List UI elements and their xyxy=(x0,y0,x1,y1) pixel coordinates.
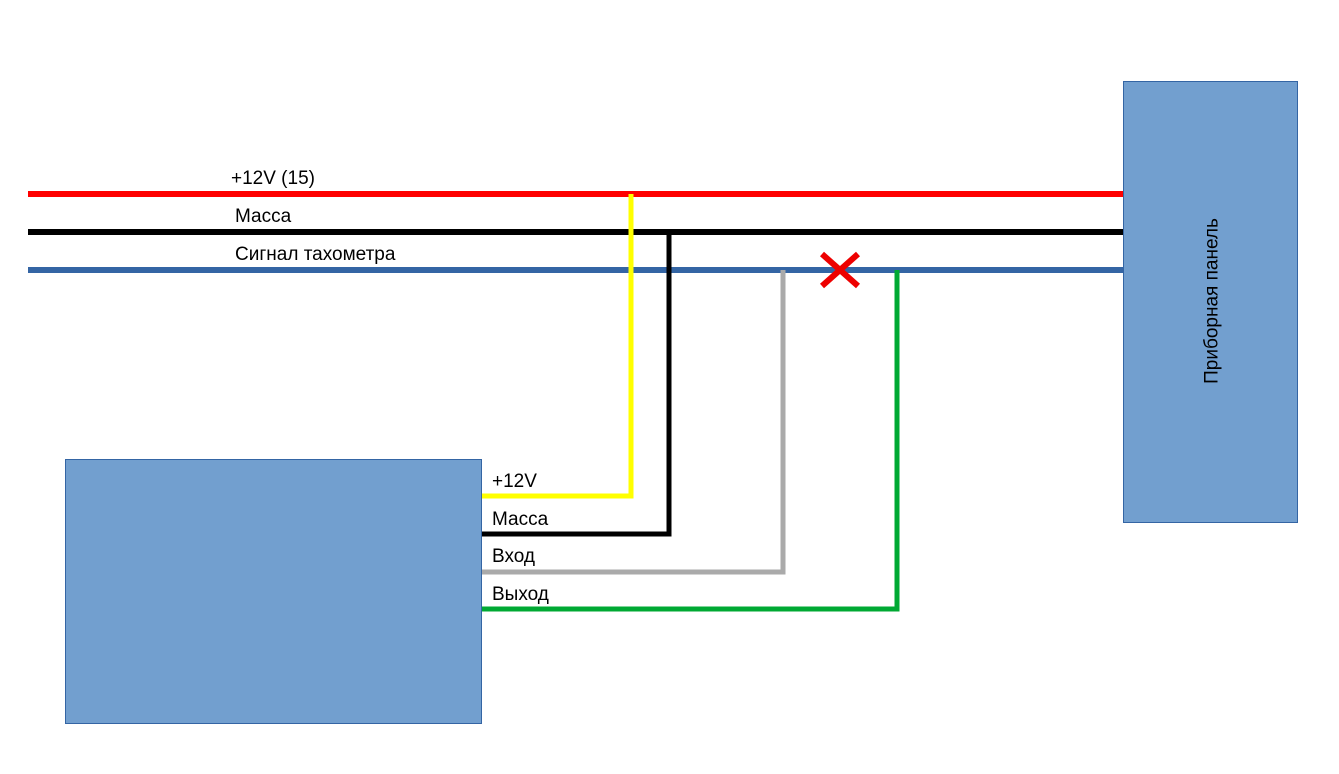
instrument-panel-block xyxy=(1123,81,1298,523)
lead-output xyxy=(481,270,900,612)
cut-mark-icon xyxy=(820,251,860,289)
pin-12v-label: +12V xyxy=(492,471,537,492)
lead-ground xyxy=(481,232,672,537)
wire-ground-label: Масса xyxy=(235,206,292,227)
wire-tacho-label: Сигнал тахометра xyxy=(235,244,396,265)
wire-12v-label: +12V (15) xyxy=(231,168,315,189)
pin-input-label: Вход xyxy=(492,546,535,567)
lead-12v xyxy=(481,194,634,499)
pin-output-label: Выход xyxy=(492,584,549,605)
module-block xyxy=(65,459,482,724)
lead-input xyxy=(481,270,786,575)
instrument-panel-label: Приборная панель xyxy=(1201,218,1223,384)
pin-ground-label: Масса xyxy=(492,509,549,530)
